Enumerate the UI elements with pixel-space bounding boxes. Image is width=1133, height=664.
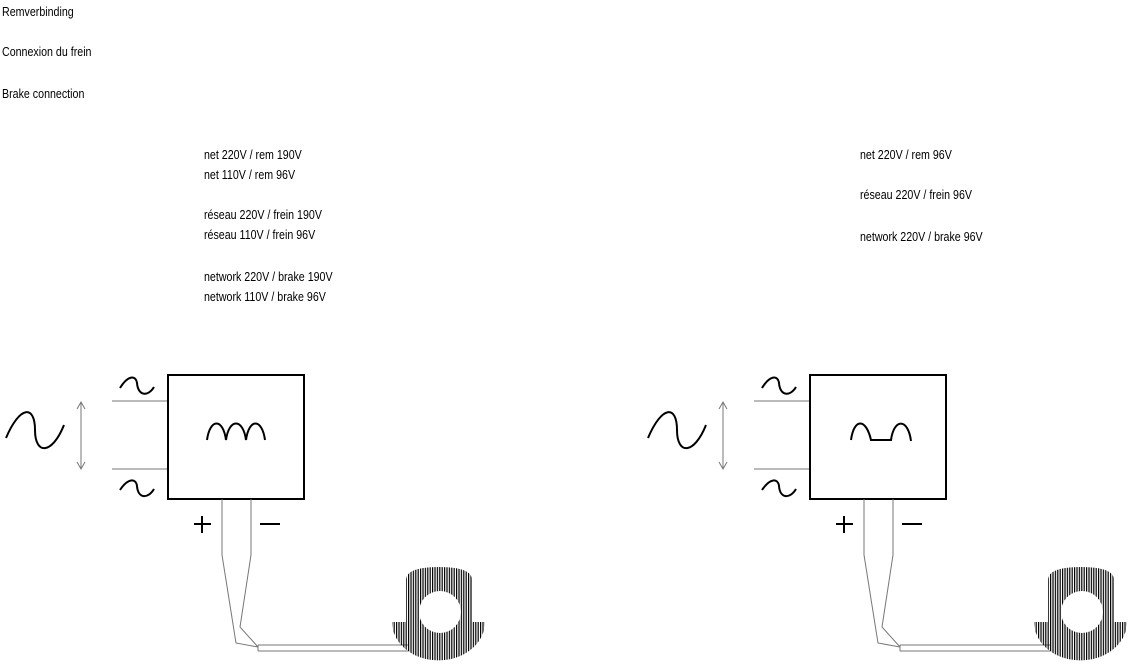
half-wave-icon xyxy=(850,422,912,442)
title-english: Brake connection xyxy=(2,86,85,101)
left-spec: réseau 110V / frein 96V xyxy=(204,227,316,242)
left-circuit xyxy=(5,374,486,662)
left-spec: réseau 220V / frein 190V xyxy=(204,207,322,222)
left-spec: network 110V / brake 96V xyxy=(204,289,326,304)
full-wave-icon xyxy=(206,422,266,441)
right-spec: net 220V / rem 96V xyxy=(860,147,952,162)
title-dutch: Remverbinding xyxy=(2,4,74,19)
left-spec: net 110V / rem 96V xyxy=(204,167,296,182)
right-spec: network 220V / brake 96V xyxy=(860,229,983,244)
right-spec: réseau 220V / frein 96V xyxy=(860,187,973,202)
left-spec: network 220V / brake 190V xyxy=(204,269,333,284)
title-french: Connexion du frein xyxy=(2,44,92,59)
right-circuit xyxy=(647,374,1128,662)
left-spec: net 220V / rem 190V xyxy=(204,147,302,162)
